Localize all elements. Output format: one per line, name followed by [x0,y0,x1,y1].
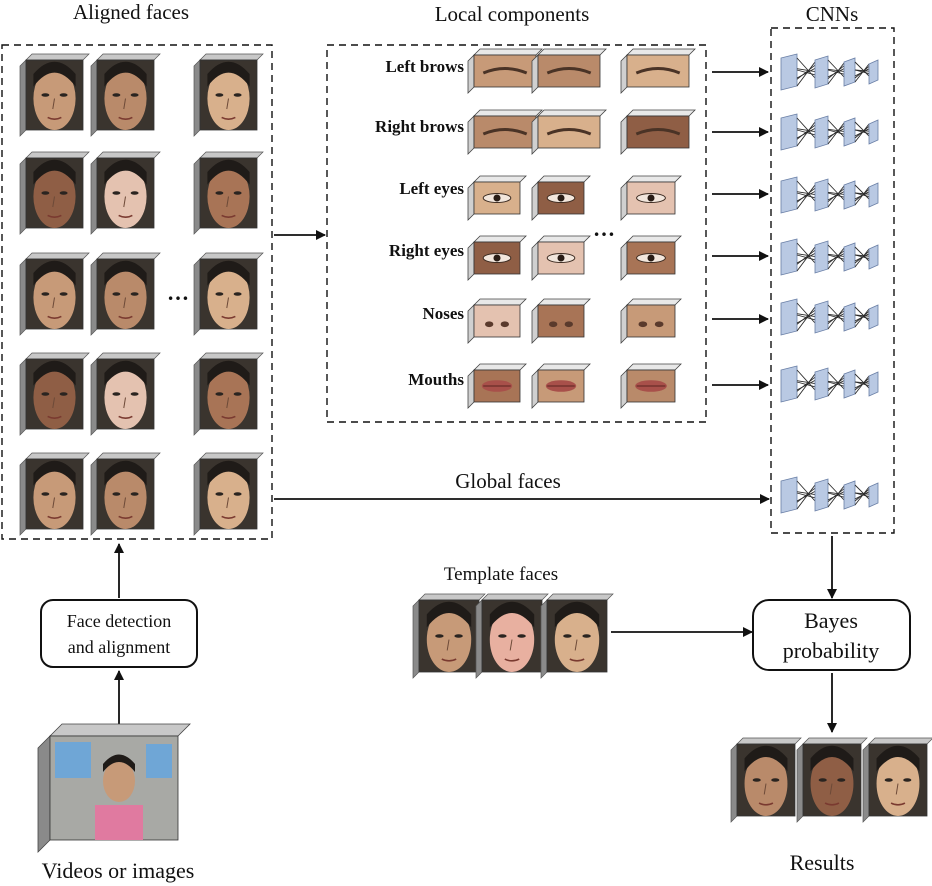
aligned-face-r1-c2 [90,53,161,137]
aligned-face-r4-c1 [19,352,90,436]
component-patch-0-1 [531,48,607,94]
component-label-3: Right eyes [389,241,464,260]
cnn-1 [780,53,879,91]
component-patch-4-2 [620,298,682,344]
aligned-face-r2-c1 [19,151,90,235]
bayes-line1: Bayes [804,608,858,633]
component-patch-2-0 [467,175,527,221]
aligned-face-r3-c1 [19,252,90,336]
aligned-face-grid [19,53,264,536]
result-face-3 [862,737,932,823]
template-face-3 [540,593,614,679]
template-faces-label: Template faces [444,564,558,585]
components-ellipsis: … [593,216,615,241]
component-patch-0-2 [620,48,696,94]
aligned-faces-panel [1,44,273,540]
component-patch-5-2 [620,363,682,409]
aligned-faces-title: Aligned faces [73,0,189,24]
aligned-face-r5-c2 [90,452,161,536]
cnn-6 [780,365,879,403]
aligned-face-r1-c1 [19,53,90,137]
component-patch-0-0 [467,48,543,94]
cnn-stack [780,53,879,514]
component-label-1: Right brows [375,117,464,136]
component-patch-1-2 [620,109,696,155]
aligned-face-r5-c3 [193,452,264,536]
videos-or-images-label: Videos or images [42,858,195,883]
component-patch-2-1 [531,175,591,221]
template-face-set [412,593,614,679]
component-patch-3-1 [531,235,591,281]
video-frame-image [37,723,191,853]
component-label-0: Left brows [385,57,464,76]
local-components-panel [326,44,707,423]
aligned-face-r4-c2 [90,352,161,436]
aligned-face-r3-c2 [90,252,161,336]
aligned-face-r1-c3 [193,53,264,137]
aligned-face-r2-c2 [90,151,161,235]
template-face-2 [475,593,549,679]
aligned-face-r5-c1 [19,452,90,536]
component-patch-4-0 [467,298,527,344]
cnn-5 [780,298,879,336]
result-face-1 [730,737,802,823]
component-label-5: Mouths [408,370,464,389]
template-face-1 [412,593,486,679]
cnns-title: CNNs [806,2,859,26]
cnns-panel [770,27,895,534]
face-detection-box [40,599,198,668]
cnn-2 [780,113,879,151]
component-label-2: Left eyes [399,179,464,198]
results-label: Results [790,850,855,875]
cnn-4 [780,238,879,276]
aligned-face-r3-c3 [193,252,264,336]
global-faces-label: Global faces [455,469,561,493]
face-detection-line1: Face detection [67,611,171,631]
result-faces [730,737,932,823]
component-patch-5-0 [467,363,527,409]
bayes-line2: probability [783,638,880,663]
component-label-4: Noses [422,304,464,323]
cnn-3 [780,176,879,214]
input-video-frame [37,723,191,853]
component-patch-1-0 [467,109,543,155]
component-patch-2-2 [620,175,682,221]
component-patch-1-1 [531,109,607,155]
component-patch-5-1 [531,363,591,409]
aligned-face-r2-c3 [193,151,264,235]
cnn-7 [780,476,879,514]
local-components-title: Local components [435,2,590,26]
face-detection-line2: and alignment [68,637,170,657]
bayes-probability-box [752,599,911,671]
result-face-2 [796,737,868,823]
aligned-face-r4-c3 [193,352,264,436]
aligned-ellipsis: … [167,280,189,305]
component-patch-3-0 [467,235,527,281]
component-patch-4-1 [531,298,591,344]
component-patch-3-2 [620,235,682,281]
